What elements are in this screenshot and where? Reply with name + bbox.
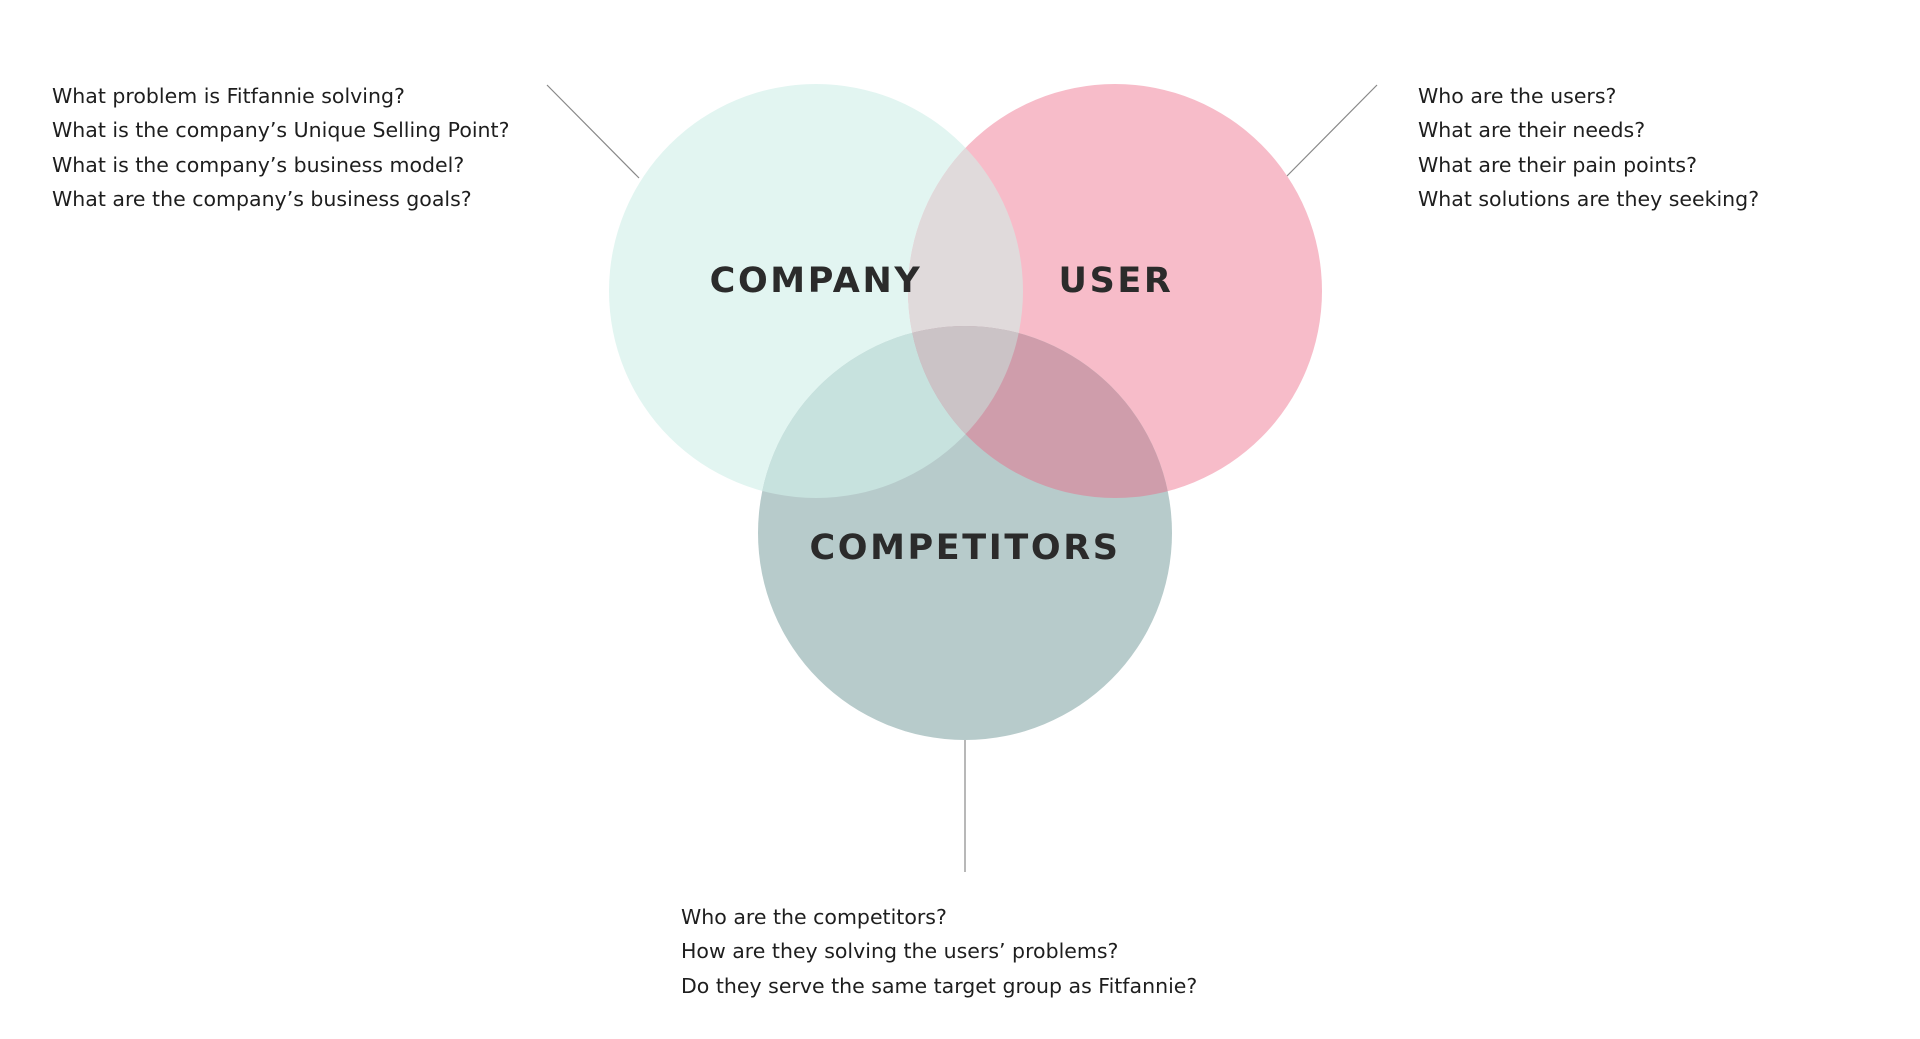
competitors-questions-list: Who are the competitors? How are they so…	[681, 900, 1197, 1003]
company-questions-list: What problem is Fitfannie solving? What …	[52, 79, 509, 216]
user-question: What are their pain points?	[1418, 152, 1697, 177]
user-connector-line	[1284, 84, 1378, 179]
competitors-question: Who are the competitors?	[681, 905, 947, 929]
company-question: What is the company’s Unique Selling Poi…	[52, 118, 510, 143]
competitors-question: How are they solving the users’ problems…	[681, 939, 1119, 964]
competitors-question: Do they serve the same target group as F…	[681, 973, 1198, 998]
company-question: What is the company’s business model?	[52, 152, 465, 177]
company-question: What problem is Fitfannie solving?	[52, 84, 405, 108]
company-competitors-overlap	[758, 326, 1023, 498]
user-question: What solutions are they seeking?	[1418, 186, 1760, 211]
user-questions-list: Who are the users? What are their needs?…	[1418, 79, 1759, 216]
company-connector-line	[546, 84, 640, 179]
competitors-label: COMPETITORS	[809, 528, 1120, 568]
company-question: What are the company’s business goals?	[52, 186, 472, 211]
user-question: What are their needs?	[1418, 118, 1646, 143]
user-competitors-overlap	[908, 326, 1172, 498]
company-label: COMPANY	[710, 261, 923, 301]
user-label: USER	[1059, 261, 1174, 301]
user-question: Who are the users?	[1418, 84, 1617, 108]
